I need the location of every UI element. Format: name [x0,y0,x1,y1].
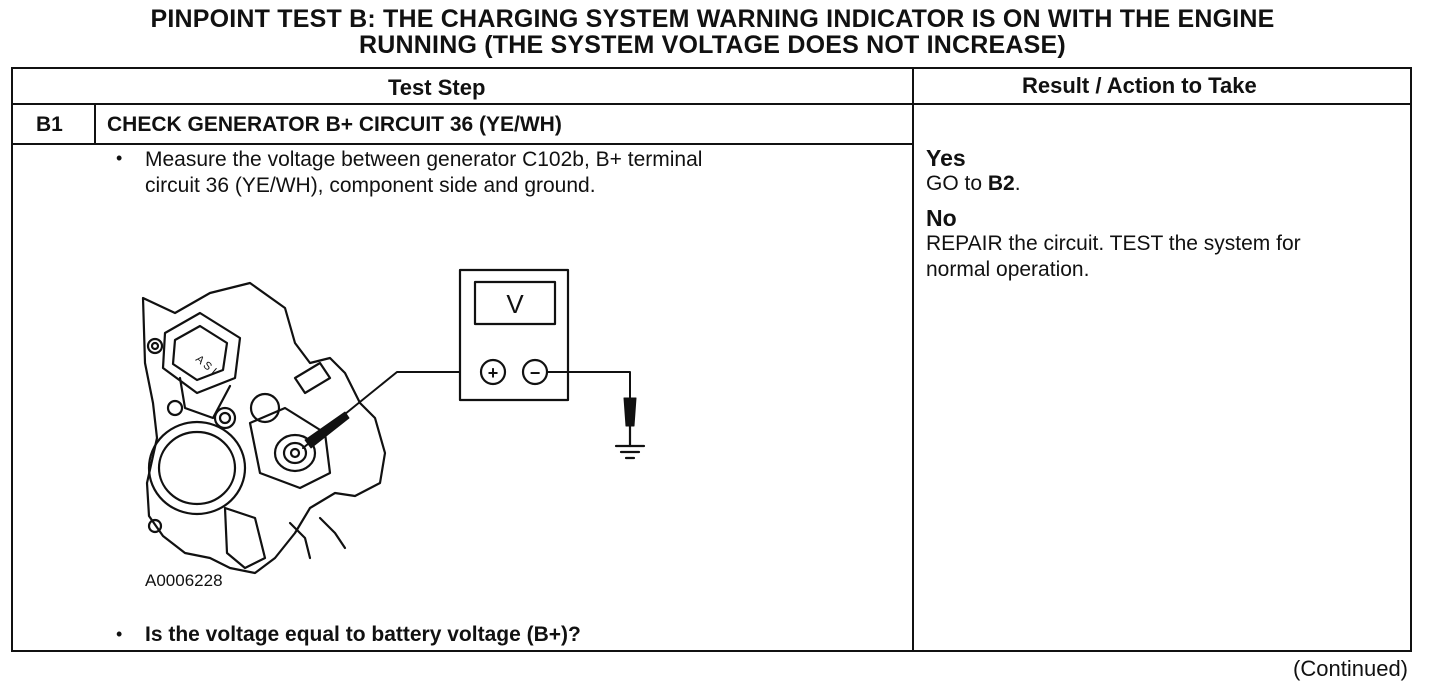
title-line-2: RUNNING (THE SYSTEM VOLTAGE DOES NOT INC… [359,31,1066,59]
question-text: Is the voltage equal to battery voltage … [145,623,581,646]
title-line-1: PINPOINT TEST B: THE CHARGING SYSTEM WAR… [150,5,1275,33]
instruction-line-2: circuit 36 (YE/WH), component side and g… [145,174,596,197]
continued-label: (Continued) [1293,656,1408,681]
instruction-text: Measure the voltage between generator C1… [145,147,702,199]
generator-voltage-diagram: V + − A S I A0006228 [141,268,646,588]
question-bullet: • [116,624,123,644]
no-action-line-2: normal operation. [926,258,1090,281]
page-title: PINPOINT TEST B: THE CHARGING SYSTEM WAR… [0,6,1425,58]
no-action-line-1: REPAIR the circuit. TEST the system for [926,232,1301,255]
meter-minus-label: − [530,363,541,383]
header-test-step: Test Step [388,75,486,100]
step-title: CHECK GENERATOR B+ CIRCUIT 36 (YE/WH) [107,113,562,136]
test-table [11,67,1412,652]
meter-display-label: V [506,289,524,319]
instruction-line-1: Measure the voltage between generator C1… [145,148,703,171]
header-divider [11,103,1412,105]
result-no: No REPAIR the circuit. TEST the system f… [926,205,1301,283]
pulley [147,420,247,516]
yes-label: Yes [926,145,966,171]
result-yes: Yes GO to B2. [926,145,1021,197]
ground-lead [546,371,631,399]
figure-id: A0006228 [145,571,223,588]
header-result-action: Result / Action to Take [1022,73,1257,98]
column-divider [912,67,914,652]
no-label: No [926,205,957,231]
yes-action-target: B2 [987,172,1015,195]
step-id: B1 [36,113,63,136]
meter-display [473,280,557,326]
step-title-divider [11,143,913,145]
meter-plus-label: + [488,363,499,383]
yes-action-suffix: . [1014,172,1021,195]
generator-housing [141,281,387,575]
b-plus-terminal [273,433,317,473]
multimeter [458,268,570,402]
step-id-divider [94,104,96,144]
connector-plug [161,311,242,395]
instruction-bullet: • [116,148,123,168]
yes-action-prefix: GO to [926,172,988,195]
meter-plus-terminal [479,358,507,386]
yes-action: GO to B2. [926,171,1021,197]
